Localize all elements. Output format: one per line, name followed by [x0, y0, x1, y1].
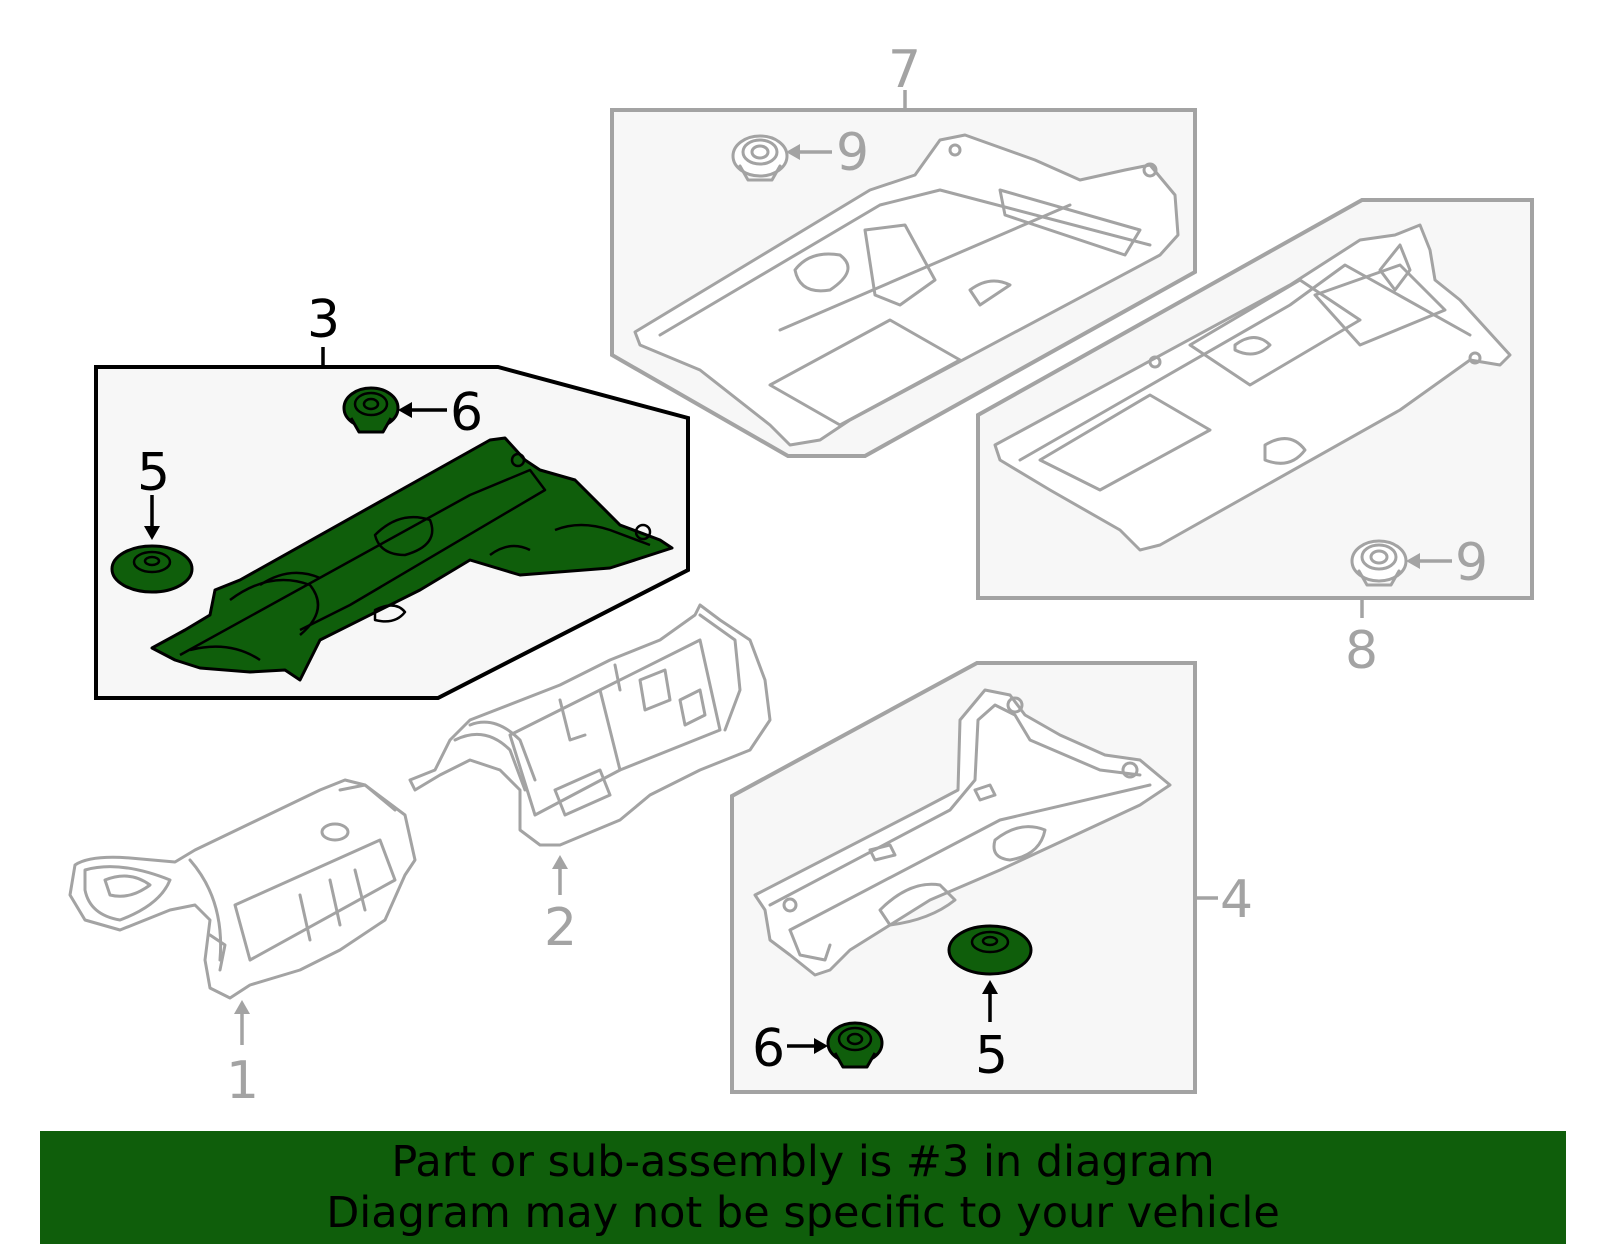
part-2-heat-shield: [408, 603, 772, 847]
grommet-6a: [342, 386, 400, 434]
banner-line-2: Diagram may not be specific to your vehi…: [326, 1188, 1280, 1238]
grommet-6b: [826, 1021, 884, 1069]
box-7-assembly: [610, 108, 1197, 458]
grommet-9a: [731, 134, 789, 182]
part-1-heat-shield: [68, 778, 417, 1000]
callout-4: 4: [1220, 870, 1253, 930]
grommet-5a: [110, 544, 194, 594]
callout-6a: 6: [450, 383, 483, 443]
callout-9a: 9: [836, 123, 869, 183]
box-8-assembly: [976, 198, 1534, 600]
callout-9b: 9: [1455, 533, 1488, 593]
box-3-assembly: [94, 365, 690, 700]
shield-4-panel: [753, 688, 1172, 977]
shield-7-panel: [633, 133, 1180, 447]
shield-3-panel: [150, 436, 674, 682]
callout-5b: 5: [975, 1026, 1008, 1086]
callout-5a: 5: [137, 443, 170, 503]
callout-6b: 6: [752, 1019, 785, 1079]
grommet-9b: [1350, 539, 1408, 587]
callout-3: 3: [307, 290, 340, 350]
box-4-assembly: [730, 661, 1197, 1094]
callout-1: 1: [226, 1051, 259, 1111]
parts-diagram: 9 7 9 8: [68, 40, 1534, 1111]
banner-line-1: Part or sub-assembly is #3 in diagram: [391, 1137, 1215, 1187]
shield-8-panel: [993, 223, 1512, 552]
callout-7: 7: [888, 40, 921, 100]
callout-2: 2: [544, 898, 577, 958]
callout-8: 8: [1345, 621, 1378, 681]
grommet-5b: [947, 924, 1033, 976]
info-banner: Part or sub-assembly is #3 in diagram Di…: [40, 1131, 1566, 1244]
